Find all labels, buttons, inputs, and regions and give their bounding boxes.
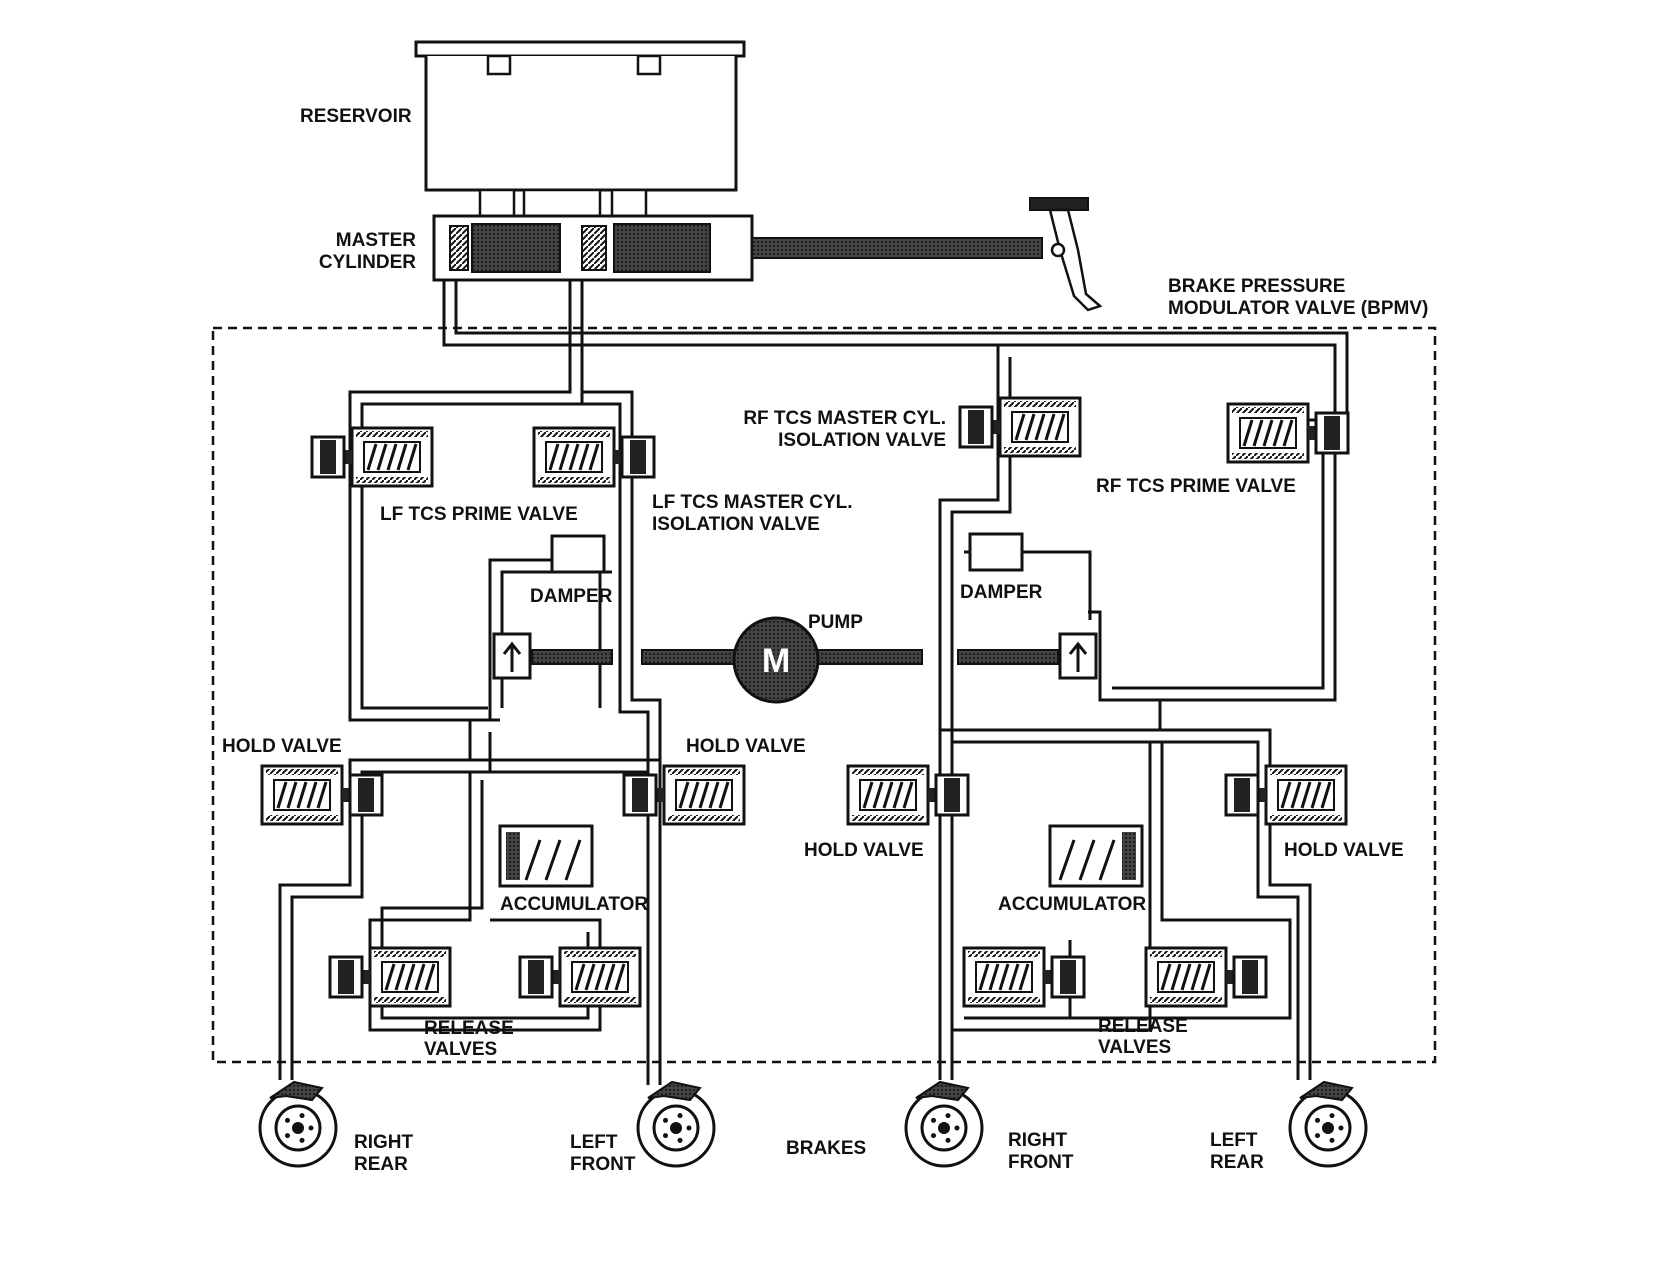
label-rf-prime: RF TCS PRIME VALVE [1096,476,1296,497]
label-master-cylinder-2: CYLINDER [319,252,416,273]
reservoir [414,40,746,218]
label-master-cylinder-1: MASTER [336,230,417,251]
wheel-left-front [636,1080,716,1168]
label-release-left-1: RELEASE [424,1018,514,1039]
damper-left [550,534,606,574]
right-release-loop [952,742,1152,1032]
label-bpmv-2: MODULATOR VALVE (BPMV) [1168,298,1428,319]
wheel-right-front [904,1080,984,1168]
brake-pedal [1029,197,1103,312]
label-rf-iso-2: ISOLATION VALVE [778,430,946,451]
hold-valve-rr [260,764,384,826]
pump-motor: M [732,616,820,704]
pump-shaft-left-mid [641,649,739,665]
rf-prime-valve [1226,402,1350,464]
label-release-right-2: VALVES [1098,1037,1171,1058]
lr-line-inner [952,740,1300,1080]
lf-front-line-inner [582,402,650,1085]
accumulator-left [498,824,594,888]
pump-shaft-right [957,649,1059,665]
lf-supply-line-inner [360,280,584,710]
release-valve-rr [328,946,452,1008]
label-bpmv-1: BRAKE PRESSURE [1168,276,1345,297]
label-release-left-2: VALVES [424,1039,497,1060]
rr-line-inner [290,732,492,1080]
lf-prime-valve [310,426,434,488]
label-right-front-2: FRONT [1008,1152,1074,1173]
rr-line [278,720,472,1080]
label-accumulator-left: ACCUMULATOR [500,894,648,915]
hold-valve-rf [846,764,970,826]
release-valve-rf [962,946,1086,1008]
rf-prime-return-inner [1112,432,1325,690]
label-left-rear-2: REAR [1210,1152,1264,1173]
label-hold-valve-1: HOLD VALVE [222,736,342,757]
label-pump: PUMP [808,612,863,633]
left-release-loop [368,772,602,1032]
label-damper-right: DAMPER [960,582,1043,603]
label-rf-iso-1: RF TCS MASTER CYL. [743,408,946,429]
accumulator-right [1048,824,1144,888]
release-valve-lf [518,946,642,1008]
rf-prime-return [1088,420,1337,702]
release-valve-lr [1144,946,1268,1008]
pump-check-valve-right [1058,632,1098,680]
label-right-front-1: RIGHT [1008,1130,1068,1151]
wheel-right-rear [258,1080,338,1168]
pump-check-valve-left [492,632,532,680]
label-lf-prime: LF TCS PRIME VALVE [380,504,578,525]
label-right-rear-1: RIGHT [354,1132,414,1153]
label-brakes: BRAKES [786,1138,866,1159]
pump-shaft-left [531,649,613,665]
lf-iso-valve [532,426,656,488]
label-left-front-1: LEFT [570,1132,618,1153]
label-lf-iso-2: ISOLATION VALVE [652,514,820,535]
lf-supply-line [348,280,572,722]
label-hold-valve-3: HOLD VALVE [804,840,924,861]
label-hold-valve-2: HOLD VALVE [686,736,806,757]
label-right-rear-2: REAR [354,1154,408,1175]
label-left-rear-1: LEFT [1210,1130,1258,1151]
label-damper-left: DAMPER [530,586,613,607]
lf-front-line [582,390,662,1085]
pump-shaft-right-mid [811,649,923,665]
label-release-right-1: RELEASE [1098,1016,1188,1037]
damper-right [968,532,1024,572]
wheel-left-rear [1288,1080,1368,1168]
master-cylinder [432,214,1043,282]
pump-motor-letter: M [762,642,790,680]
rf-supply-line-inner [454,280,1349,420]
right-release-loop-inner [964,742,1292,1020]
label-left-front-2: FRONT [570,1154,636,1175]
label-hold-valve-4: HOLD VALVE [1284,840,1404,861]
hold-valve-lf [622,764,746,826]
label-reservoir: RESERVOIR [300,106,412,127]
bpmv-boundary [211,326,1437,1064]
label-lf-iso-1: LF TCS MASTER CYL. [652,492,853,513]
hold-valve-lr [1224,764,1348,826]
rf-iso-valve [958,396,1082,458]
label-accumulator-right: ACCUMULATOR [998,894,1146,915]
damper-left-loop [488,558,602,720]
